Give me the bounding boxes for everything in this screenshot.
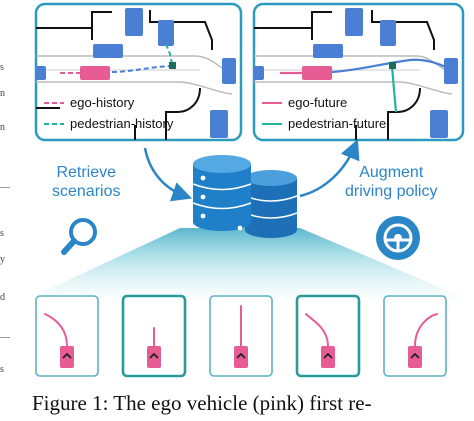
search-icon: [61, 218, 97, 255]
pedestrian: [389, 62, 396, 69]
future-vehicles: [254, 8, 458, 138]
future-legend: ego-future pedestrian-future: [262, 95, 386, 131]
vehicle: [125, 8, 143, 36]
candidate-tile: [209, 295, 273, 377]
vehicle: [380, 20, 396, 46]
heading-chevron-icon: [410, 352, 420, 359]
vehicle: [210, 110, 228, 138]
heading-chevron-icon: [323, 352, 333, 359]
svg-text:d: d: [0, 292, 5, 303]
svg-text:n: n: [0, 88, 5, 99]
left-margin-fragments: s n n — s y d — s: [0, 62, 11, 375]
legend-pedestrian-label: pedestrian-history: [70, 116, 174, 131]
figure-caption: Figure 1: The ego vehicle (pink) first r…: [32, 391, 372, 415]
candidate-ego-vehicle: [321, 346, 335, 368]
future-road-network: [254, 10, 435, 140]
candidate-ego-trajectory: [44, 313, 68, 347]
history-legend: ego-history pedestrian-history: [44, 95, 174, 131]
pedestrian: [169, 62, 176, 69]
legend-ego-label: ego-history: [70, 95, 135, 110]
pedestrian-future-line: [390, 65, 398, 113]
candidate-ego-trajectory: [414, 313, 438, 347]
legend-ego-label: ego-future: [288, 95, 347, 110]
candidate-ego-vehicle: [408, 346, 422, 368]
svg-text:s: s: [0, 364, 4, 375]
legend-pedestrian-label: pedestrian-future: [288, 116, 386, 131]
candidate-tile-border: [35, 295, 99, 377]
vehicle: [254, 66, 264, 80]
vehicle-future-line: [331, 58, 457, 74]
candidate-tile-border: [295, 294, 361, 378]
svg-text:—: —: [0, 332, 11, 343]
retrieval-fan: [30, 228, 465, 298]
vehicle-history-line: [111, 65, 171, 73]
ego-vehicle: [302, 66, 332, 80]
retrieve-label: Retrieve scenarios: [52, 163, 120, 201]
vehicle: [93, 44, 123, 58]
retrieve-label-line-1: Retrieve: [56, 164, 117, 181]
database-front: [192, 155, 252, 231]
vehicle: [430, 110, 448, 138]
augment-label: Augment driving policy: [345, 163, 437, 201]
candidate-ego-vehicle: [147, 346, 161, 368]
candidate-ego-vehicle: [60, 346, 74, 368]
retrieve-label-line-2: scenarios: [52, 183, 121, 200]
vehicle: [313, 44, 343, 58]
heading-chevron-icon: [62, 352, 72, 359]
svg-text:n: n: [0, 122, 5, 133]
candidate-ego-vehicle: [234, 346, 248, 368]
candidate-tile: [383, 295, 447, 377]
svg-text:y: y: [0, 254, 5, 265]
candidate-ego-trajectory: [305, 313, 329, 347]
svg-text:s: s: [0, 228, 4, 239]
retrieve-arrow: [143, 147, 193, 202]
heading-chevron-icon: [236, 352, 246, 359]
vehicle: [36, 66, 46, 80]
vehicle: [222, 58, 236, 84]
candidate-tile: [295, 294, 361, 378]
future-panel: ego-future pedestrian-future: [252, 2, 465, 142]
vehicle: [345, 8, 363, 36]
svg-text:s: s: [0, 62, 4, 73]
heading-chevron-icon: [149, 352, 159, 359]
vehicle: [158, 20, 174, 46]
candidate-tile: [121, 294, 187, 378]
database-back: [244, 170, 298, 238]
history-vehicles: [36, 8, 236, 138]
augment-label-line-2: driving policy: [345, 183, 438, 200]
history-trajectories: [60, 43, 173, 74]
augment-label-line-1: Augment: [359, 164, 424, 181]
svg-text:—: —: [0, 182, 11, 193]
database-icon: [192, 155, 298, 238]
candidate-tile: [35, 295, 99, 377]
pedestrian-history-line: [165, 43, 173, 65]
vehicle: [444, 58, 458, 84]
future-trajectories: [280, 58, 457, 113]
ego-vehicle: [80, 66, 110, 80]
candidate-scenarios: [35, 294, 447, 378]
augment-arrow: [299, 139, 360, 198]
steering-wheel-icon: [376, 216, 420, 260]
history-panel: ego-history pedestrian-history: [34, 2, 243, 142]
history-road-network: [36, 10, 213, 140]
